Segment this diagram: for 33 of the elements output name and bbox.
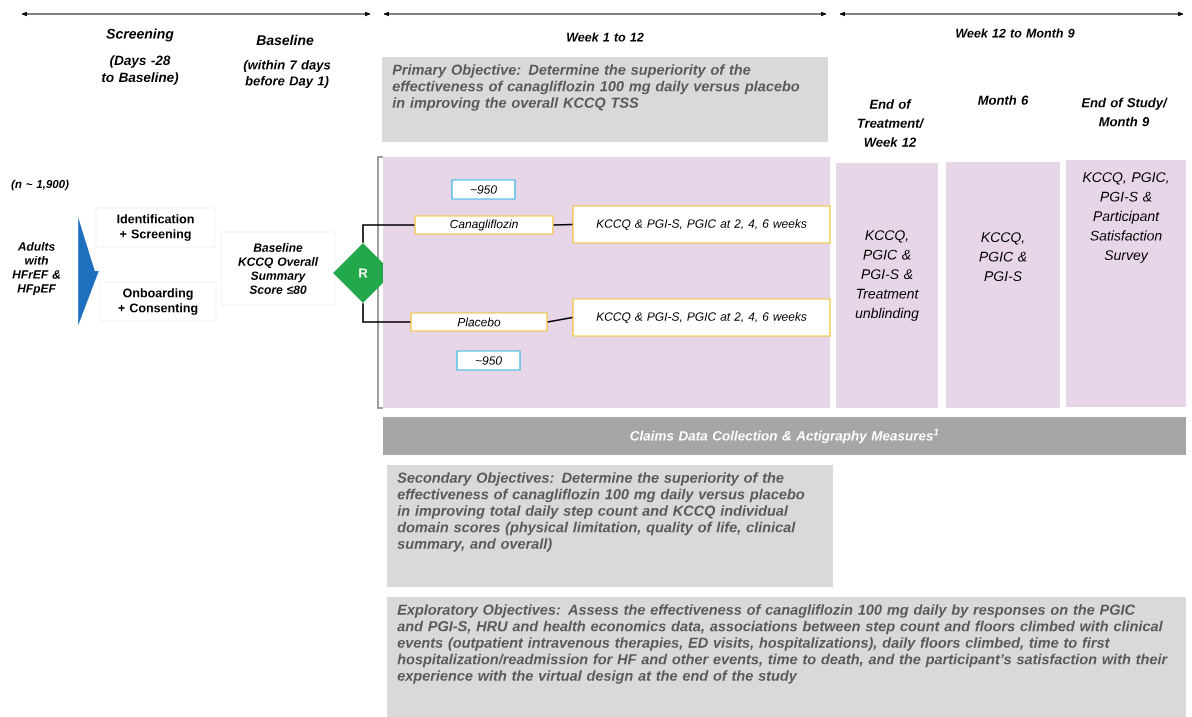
- column-heading: (n ~ 1,900): [11, 179, 69, 191]
- connector-line: [552, 223, 574, 226]
- column-heading: Week 1 to 12: [567, 32, 644, 42]
- arm-box: Canagliflozin: [414, 215, 554, 235]
- column-heading: Week 12 to Month 9: [956, 28, 1075, 38]
- column-heading: (Days -28 to Baseline): [101, 55, 179, 85]
- chevron-arrow: [78, 217, 95, 271]
- visit-column: KCCQ, PGIC & PGI-S: [946, 162, 1060, 408]
- arm-box: Placebo: [410, 312, 548, 332]
- column-heading: (within 7 days before Day 1): [243, 59, 331, 89]
- assessment-box: KCCQ & PGI-S, PGIC at 2, 4, 6 weeks: [572, 298, 831, 337]
- step-box: Identification + Screening: [95, 207, 216, 248]
- data-collection-bar: Claims Data Collection & Actigraphy Measures$^{1}$: [383, 417, 1186, 455]
- connector-line: [362, 224, 416, 244]
- column-heading: Month 6: [977, 95, 1029, 105]
- chevron-arrow: [78, 271, 99, 326]
- step-box: Onboarding + Consenting: [99, 281, 217, 322]
- assessment-box: KCCQ & PGI-S, PGIC at 2, 4, 6 weeks: [572, 205, 831, 244]
- column-heading: Screening: [106, 28, 174, 42]
- objective-box: Exploratory Objectives: Assess the effectiveness of canagliflozin 100 mg daily by responses on the PGIC and PGI-S, HRU and health economics data, associations between step count and floors climbed with clinical events (outpatient intravenous therapies, ED visits, hospitalizations), daily floors climbed, time to first hospitalization/readmission for HF and other events, time to death, and the participant’s satisfaction with their experience with the virtual design at the end of the study: [387, 597, 1186, 717]
- population-text: Adults with HFrEF & HFpEF: [12, 241, 61, 296]
- connector-line: [546, 316, 574, 323]
- visit-column: KCCQ, PGIC, PGI-S & Participant Satisfaction Survey: [1066, 160, 1186, 407]
- count-box: ~950: [451, 179, 516, 200]
- column-heading: Baseline: [256, 34, 314, 46]
- baseline-box: Baseline KCCQ Overall Summary Score ≤80: [220, 231, 336, 306]
- count-box: ~950: [456, 350, 521, 371]
- column-heading: End of Treatment/ Week 12: [857, 99, 925, 147]
- column-heading: End of Study/ Month 9: [1081, 97, 1168, 127]
- visit-column: KCCQ, PGIC & PGI-S & Treatment unblinding: [836, 163, 938, 408]
- connector-line: [362, 302, 412, 323]
- objective-box: Primary Objective: Determine the superiority of the effectiveness of canagliflozin 100 mg daily versus placebo in improving the overall KCCQ TSS: [382, 57, 828, 142]
- objective-box: Secondary Objectives: Determine the superiority of the effectiveness of canagliflozin 100 mg daily versus placebo in improving total daily step count and KCCQ individual domain scores (physical limitation, quality of life, clinical summary, and overall): [387, 465, 833, 587]
